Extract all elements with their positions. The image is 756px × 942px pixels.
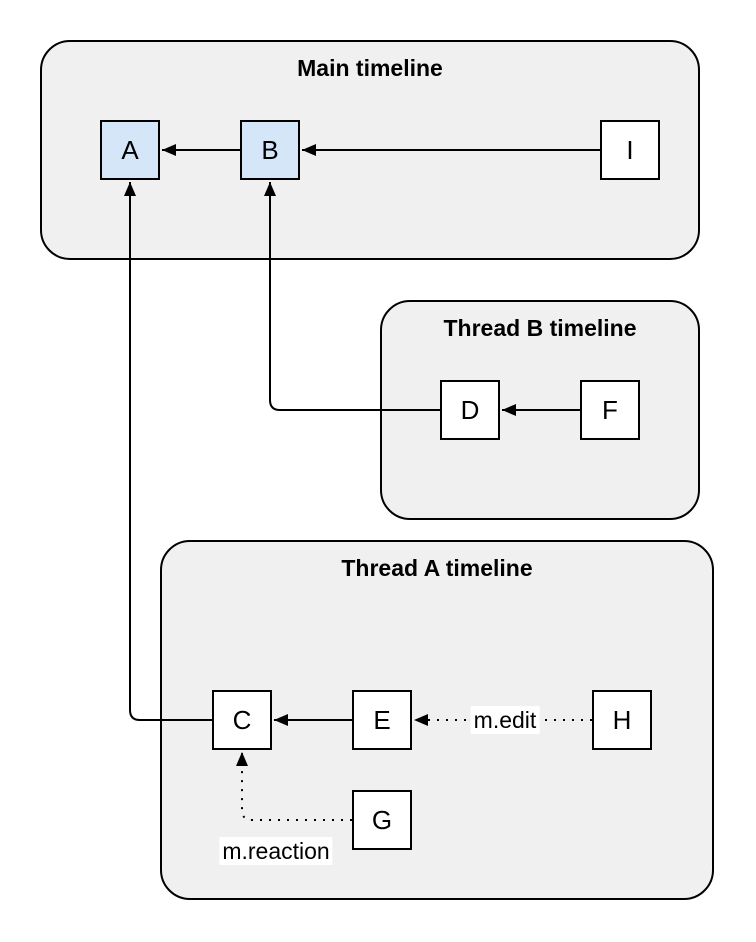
node-h-label: H: [612, 704, 632, 735]
node-event-e: E: [352, 690, 412, 750]
main-timeline-title: Main timeline: [297, 55, 443, 81]
node-event-f: F: [580, 380, 640, 440]
node-event-a: A: [100, 120, 160, 180]
node-event-h: H: [592, 690, 652, 750]
edge-label-m-edit: m.edit: [470, 706, 540, 734]
edge-label-m-reaction: m.reaction: [219, 837, 333, 865]
node-event-g: G: [352, 790, 412, 850]
node-a-label: A: [121, 134, 139, 165]
node-e-label: E: [373, 704, 391, 735]
thread-b-timeline-title: Thread B timeline: [443, 315, 637, 341]
node-b-label: B: [261, 134, 279, 165]
node-i-label: I: [626, 134, 634, 165]
node-event-c: C: [212, 690, 272, 750]
node-event-i: I: [600, 120, 660, 180]
node-event-b: B: [240, 120, 300, 180]
node-g-label: G: [371, 804, 393, 835]
node-c-label: C: [232, 704, 252, 735]
thread-a-timeline-title: Thread A timeline: [341, 555, 533, 581]
node-d-label: D: [460, 394, 480, 425]
node-event-d: D: [440, 380, 500, 440]
container-thread-b-timeline: Thread B timeline: [380, 300, 700, 520]
node-f-label: F: [602, 394, 618, 425]
